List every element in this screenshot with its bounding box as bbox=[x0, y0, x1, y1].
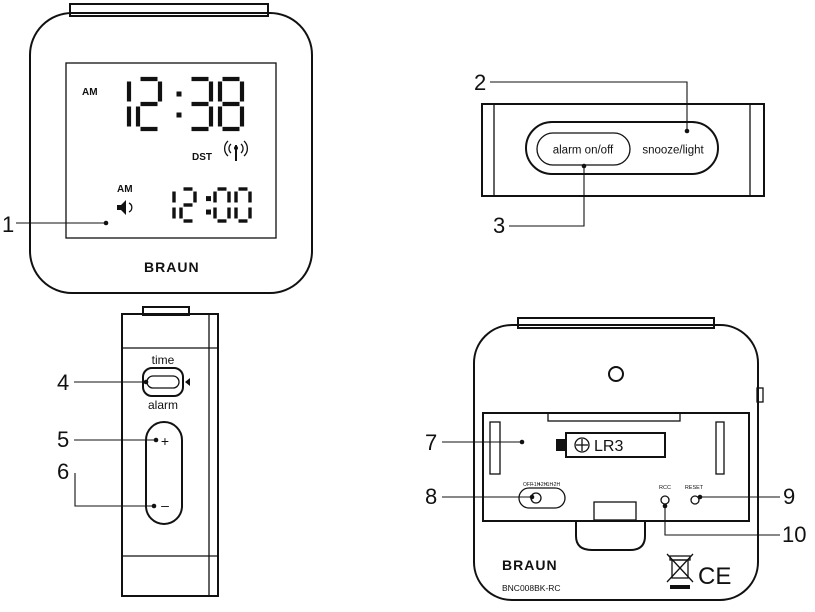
callout-6-number: 6 bbox=[57, 459, 69, 484]
callout-2: 2 bbox=[474, 70, 690, 134]
main-time-period: AM bbox=[82, 87, 98, 98]
callout-1-number: 1 bbox=[2, 212, 14, 237]
zone-label-plus2: +2H bbox=[538, 482, 548, 488]
callout-4-number: 4 bbox=[57, 370, 69, 395]
reset-label: RESET bbox=[685, 485, 704, 491]
main-digit-2 bbox=[191, 76, 214, 132]
side-body bbox=[121, 313, 219, 597]
callout-9-number: 9 bbox=[783, 484, 795, 509]
callout-8: 8 bbox=[425, 484, 535, 509]
callout-1: 1 bbox=[2, 212, 109, 237]
lcd-display bbox=[65, 62, 277, 239]
back-brand-logo: BRAUN bbox=[502, 557, 558, 573]
front-view: AM DST AM BRAUN bbox=[29, 3, 313, 294]
front-brand-logo: BRAUN bbox=[144, 259, 200, 275]
rcc-label: RCC bbox=[659, 485, 671, 491]
side-view: time alarm + – bbox=[121, 306, 219, 597]
back-view: LR3 OFF +1H +2H -1H -2H RCC RESET BRAUN … bbox=[473, 317, 764, 601]
callout-4: 4 bbox=[57, 370, 149, 395]
battery-door-latch bbox=[575, 522, 646, 551]
dst-label: DST bbox=[192, 152, 212, 163]
callout-9: 9 bbox=[697, 484, 795, 509]
zone-label-plus1: +1H bbox=[531, 482, 541, 488]
side-tab bbox=[756, 387, 764, 403]
back-body bbox=[473, 324, 759, 601]
callout-7-number: 7 bbox=[425, 430, 437, 455]
main-time-digits bbox=[126, 76, 245, 132]
callout-10-number: 10 bbox=[782, 522, 806, 547]
plus-minus-rocker[interactable] bbox=[145, 421, 183, 525]
weee-bin-icon bbox=[666, 553, 694, 589]
callout-3: 3 bbox=[493, 163, 587, 238]
ce-mark: CE bbox=[698, 563, 731, 590]
time-alarm-switch[interactable] bbox=[142, 367, 184, 397]
callout-6: 6 bbox=[57, 459, 157, 509]
callout-2-number: 2 bbox=[474, 70, 486, 95]
zone-label-off: OFF bbox=[523, 482, 533, 488]
callout-7: 7 bbox=[425, 430, 525, 455]
switch-time-label: time bbox=[152, 353, 175, 367]
alarm-sound-icon bbox=[117, 200, 133, 215]
zone-label-minus2: -2H bbox=[552, 482, 560, 488]
battery-type-label: LR3 bbox=[594, 438, 623, 455]
front-body bbox=[29, 12, 313, 294]
callout-8-number: 8 bbox=[425, 484, 437, 509]
model-number: BNC008BK-RC bbox=[502, 583, 561, 593]
minus-button[interactable]: – bbox=[161, 497, 169, 513]
battery-compartment bbox=[482, 412, 750, 522]
callout-10: 10 bbox=[662, 503, 806, 547]
wall-mount-hole bbox=[608, 366, 624, 382]
switch-alarm-label: alarm bbox=[148, 398, 178, 412]
alarm-digit-3 bbox=[234, 187, 252, 223]
front-top-button bbox=[69, 3, 269, 17]
alarm-time-digits bbox=[172, 187, 252, 223]
back-top-button bbox=[517, 317, 715, 329]
alarm-on-off-label: alarm on/off bbox=[553, 145, 614, 157]
callout-3-number: 3 bbox=[493, 213, 505, 238]
main-digit-3 bbox=[217, 76, 245, 132]
rcc-button[interactable] bbox=[660, 495, 670, 505]
battery-aaa bbox=[565, 432, 666, 458]
alarm-time-period: AM bbox=[117, 184, 133, 195]
top-body bbox=[481, 103, 765, 197]
plus-button[interactable]: + bbox=[161, 433, 169, 449]
switch-slider[interactable] bbox=[146, 375, 180, 389]
main-digit-1 bbox=[135, 76, 163, 132]
snooze-light-button[interactable]: snooze/light bbox=[642, 145, 704, 157]
top-view: alarm on/off snooze/light bbox=[481, 103, 765, 197]
alarm-digit-1 bbox=[179, 187, 197, 223]
radio-signal-icon bbox=[224, 140, 248, 161]
time-zone-switch[interactable]: OFF +1H +2H -1H -2H bbox=[518, 482, 566, 509]
zone-label-minus1: -1H bbox=[545, 482, 553, 488]
callout-5: 5 bbox=[57, 427, 159, 452]
callout-5-number: 5 bbox=[57, 427, 69, 452]
alarm-digit-2 bbox=[213, 187, 231, 223]
reset-button[interactable] bbox=[690, 495, 700, 505]
top-button-recess bbox=[525, 121, 719, 175]
switch-arrow-icon bbox=[185, 378, 190, 386]
